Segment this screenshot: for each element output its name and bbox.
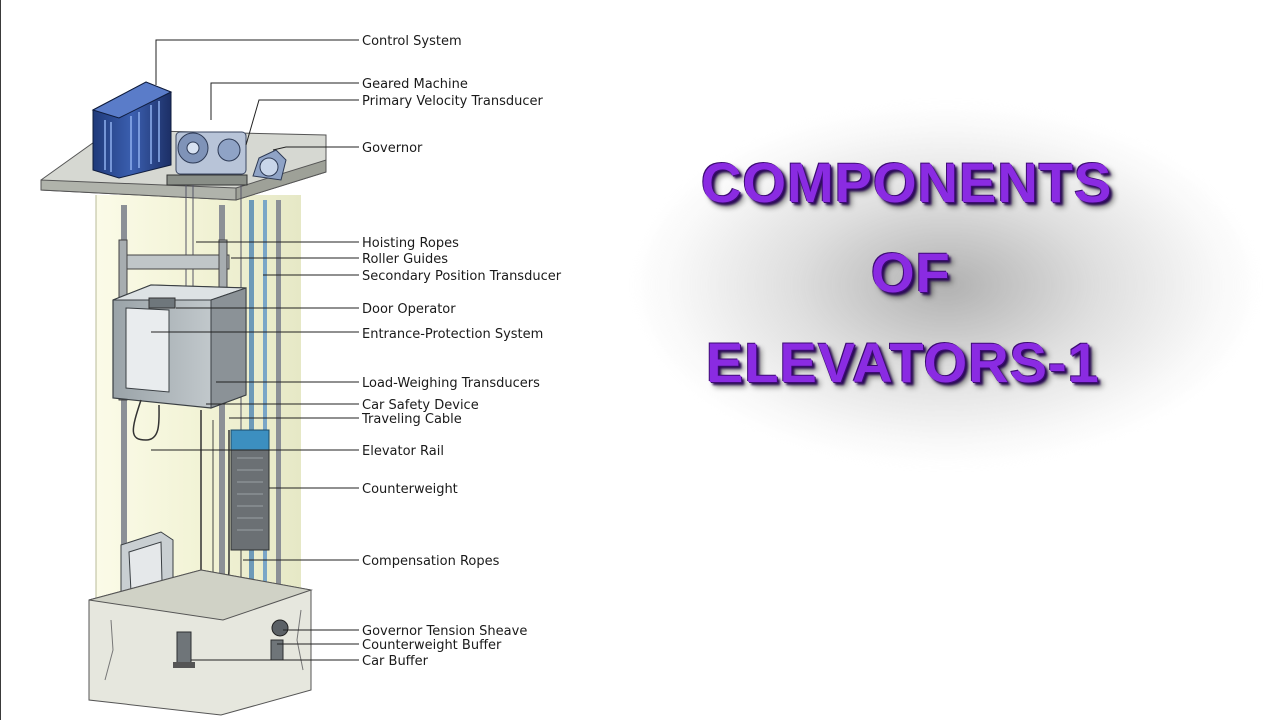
title-line-components: COMPONENTS [701, 151, 1113, 214]
label-load-weighing-transducers: Load-Weighing Transducers [362, 376, 540, 391]
label-car-safety-device: Car Safety Device [362, 398, 479, 413]
label-traveling-cable: Traveling Cable [361, 412, 462, 427]
label-secondary-position-transducer: Secondary Position Transducer [362, 269, 562, 284]
control-system-cabinet [91, 81, 173, 179]
label-compensation-ropes: Compensation Ropes [362, 554, 500, 569]
leader-lines [151, 39, 359, 661]
elevator-car [112, 284, 247, 409]
label-roller-guides: Roller Guides [362, 252, 448, 267]
label-door-operator: Door Operator [362, 302, 456, 317]
governor [252, 149, 287, 181]
geared-machine [166, 131, 248, 186]
title-line-of: OF [871, 241, 951, 304]
label-control-system: Control System [362, 34, 462, 49]
label-counterweight-buffer: Counterweight Buffer [362, 638, 502, 653]
label-elevator-rail: Elevator Rail [362, 444, 444, 459]
label-hoisting-ropes: Hoisting Ropes [362, 236, 459, 251]
label-geared-machine: Geared Machine [362, 77, 468, 92]
elevator-pit [88, 569, 313, 716]
counterweight [230, 429, 270, 551]
elevator-rails [121, 200, 281, 685]
label-counterweight: Counterweight [362, 482, 458, 497]
label-primary-velocity-transducer: Primary Velocity Transducer [362, 94, 543, 109]
title-glow-backdrop [641, 110, 1251, 460]
label-entrance-protection-system: Entrance-Protection System [362, 327, 543, 342]
label-governor-tension-sheave: Governor Tension Sheave [362, 624, 527, 639]
elevator-cutaway-diagram: Control System Geared Machine Primary Ve… [40, 34, 562, 716]
title-line-elevators: ELEVATORS-1 [706, 331, 1100, 394]
label-governor: Governor [362, 141, 423, 156]
label-car-buffer: Car Buffer [362, 654, 429, 669]
